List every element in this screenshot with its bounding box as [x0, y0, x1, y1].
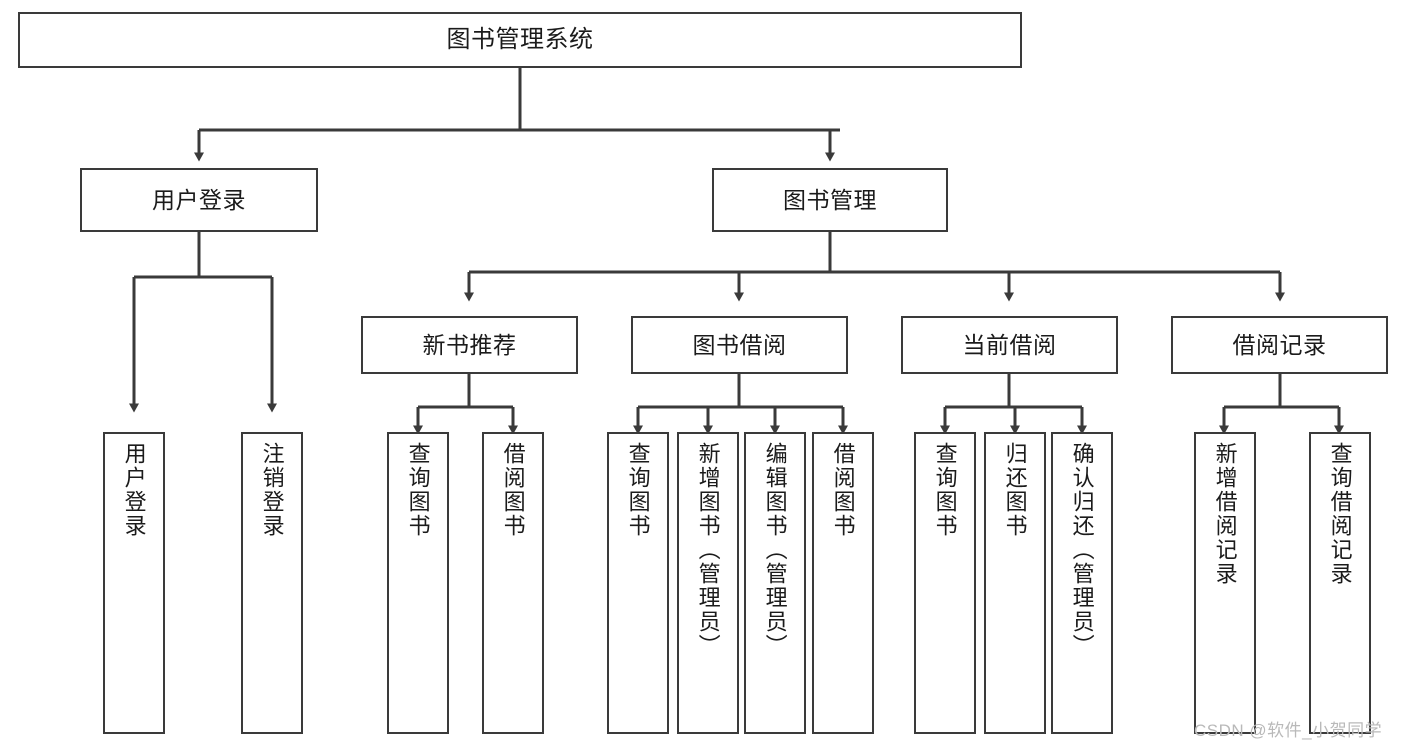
leaf-book-borrow-4[interactable]: 借阅图书 — [812, 432, 874, 734]
leaf-book-borrow-3-label: 编辑图书（管理员） — [762, 442, 788, 658]
leaf-borrow-record-2[interactable]: 查询借阅记录 — [1309, 432, 1371, 734]
leaf-current-borrow-1-label: 查询图书 — [932, 442, 958, 538]
node-current-borrow-label: 当前借阅 — [962, 331, 1057, 358]
leaf-user-login-2[interactable]: 注销登录 — [241, 432, 303, 734]
node-book-borrow-label: 图书借阅 — [692, 331, 787, 358]
node-current-borrow[interactable]: 当前借阅 — [901, 316, 1118, 374]
leaf-borrow-record-1[interactable]: 新增借阅记录 — [1194, 432, 1256, 734]
node-book-manage-label: 图书管理 — [783, 186, 877, 213]
leaf-book-borrow-4-label: 借阅图书 — [830, 442, 856, 538]
node-root-label: 图书管理系统 — [446, 26, 594, 54]
leaf-current-borrow-3[interactable]: 确认归还（管理员） — [1051, 432, 1113, 734]
node-book-manage[interactable]: 图书管理 — [712, 168, 948, 232]
leaf-current-borrow-3-label: 确认归还（管理员） — [1069, 442, 1095, 658]
leaf-new-book-2-label: 借阅图书 — [500, 442, 526, 538]
leaf-book-borrow-1[interactable]: 查询图书 — [607, 432, 669, 734]
leaf-current-borrow-2[interactable]: 归还图书 — [984, 432, 1046, 734]
leaf-new-book-1-label: 查询图书 — [405, 442, 431, 538]
leaf-new-book-1[interactable]: 查询图书 — [387, 432, 449, 734]
leaf-new-book-2[interactable]: 借阅图书 — [482, 432, 544, 734]
leaf-current-borrow-1[interactable]: 查询图书 — [914, 432, 976, 734]
node-borrow-record[interactable]: 借阅记录 — [1171, 316, 1388, 374]
leaf-user-login-1-label: 用户登录 — [121, 442, 147, 538]
node-new-book-recommend[interactable]: 新书推荐 — [361, 316, 578, 374]
node-book-borrow[interactable]: 图书借阅 — [631, 316, 848, 374]
node-user-login-label: 用户登录 — [152, 186, 246, 213]
node-user-login[interactable]: 用户登录 — [80, 168, 318, 232]
csdn-watermark: CSDN @软件_小贺同学 — [1194, 721, 1383, 740]
leaf-borrow-record-2-label: 查询借阅记录 — [1327, 442, 1353, 586]
leaf-borrow-record-1-label: 新增借阅记录 — [1212, 442, 1238, 586]
leaf-user-login-2-label: 注销登录 — [259, 442, 285, 538]
node-root[interactable]: 图书管理系统 — [18, 12, 1022, 68]
node-new-book-recommend-label: 新书推荐 — [422, 331, 517, 358]
node-borrow-record-label: 借阅记录 — [1232, 331, 1327, 358]
leaf-current-borrow-2-label: 归还图书 — [1002, 442, 1028, 538]
leaf-book-borrow-3[interactable]: 编辑图书（管理员） — [744, 432, 806, 734]
leaf-book-borrow-1-label: 查询图书 — [625, 442, 651, 538]
leaf-book-borrow-2[interactable]: 新增图书（管理员） — [677, 432, 739, 734]
leaf-user-login-1[interactable]: 用户登录 — [103, 432, 165, 734]
leaf-book-borrow-2-label: 新增图书（管理员） — [695, 442, 721, 658]
